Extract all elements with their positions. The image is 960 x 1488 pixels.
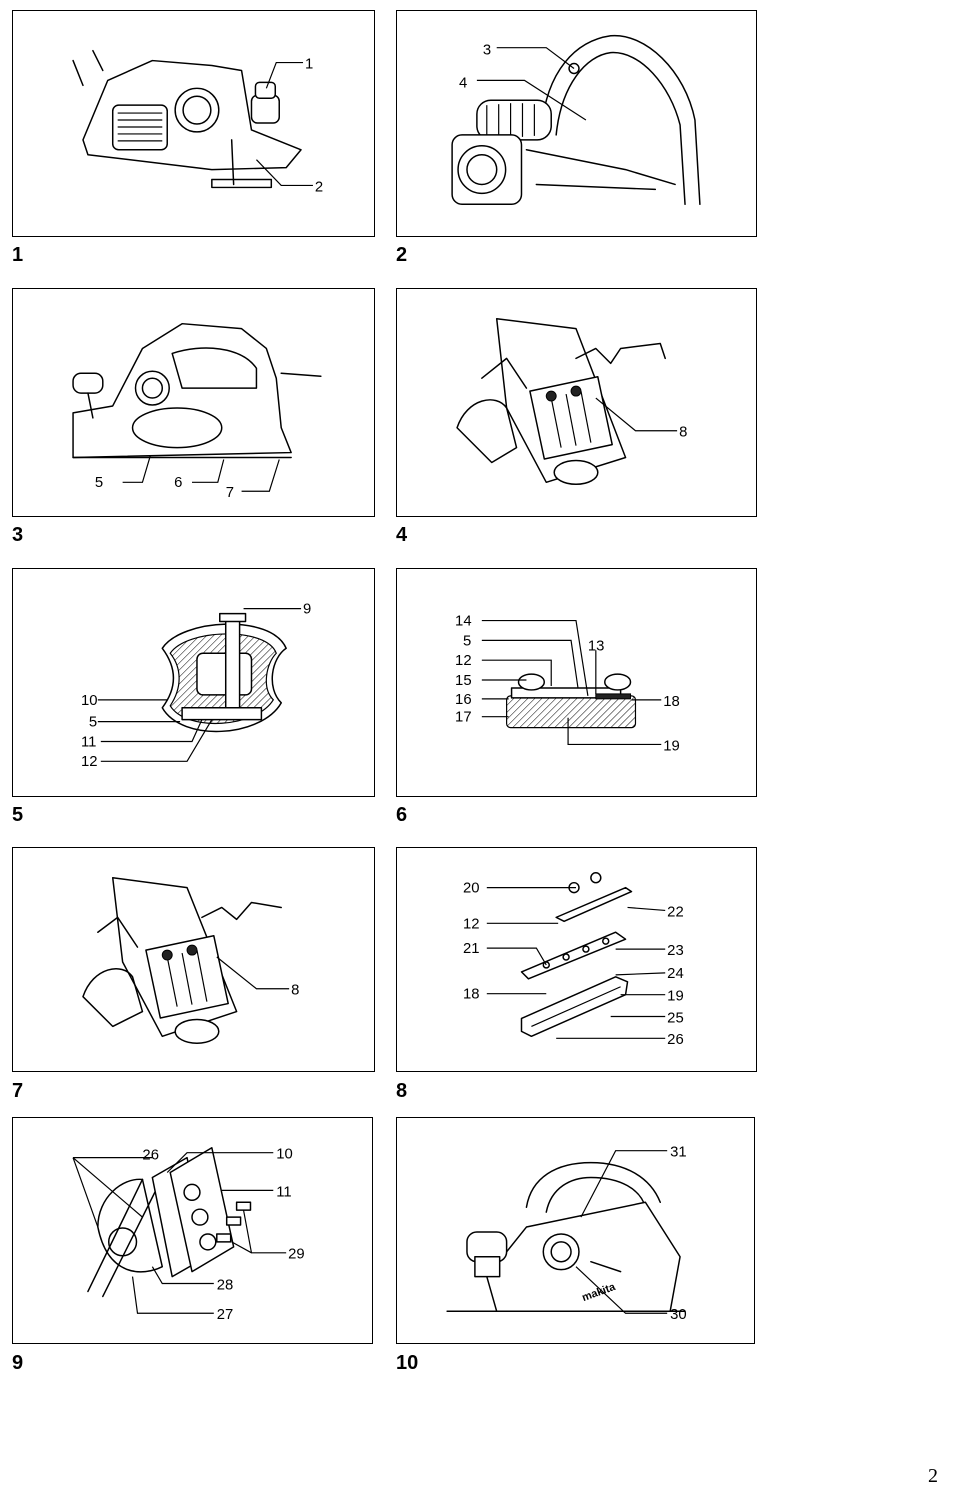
figure-6-callout-14: 14 bbox=[455, 614, 472, 630]
figure-5-callout-11: 11 bbox=[81, 734, 96, 750]
figure-8-callout-25: 25 bbox=[667, 1010, 684, 1026]
figure-5-callout-12: 12 bbox=[81, 754, 98, 770]
figure-4-number: 4 bbox=[396, 524, 408, 546]
figure-3-illustration: 5 6 7 bbox=[72, 322, 322, 501]
figure-8-callout-21: 21 bbox=[463, 941, 480, 957]
figure-8-callout-18: 18 bbox=[463, 987, 480, 1003]
figure-8-callout-19: 19 bbox=[667, 989, 684, 1005]
figure-10-illustration: makita 31 30 bbox=[446, 1145, 687, 1323]
figure-2-number: 2 bbox=[396, 244, 408, 266]
figure-7-panel: 8 bbox=[12, 847, 375, 1072]
figure-9-callout-28: 28 bbox=[217, 1277, 234, 1293]
figure-10-callout-31: 31 bbox=[670, 1145, 687, 1161]
figure-5-panel: 9 10 5 11 12 bbox=[12, 568, 375, 797]
figure-1-callout-2: 2 bbox=[315, 179, 323, 195]
figure-6-callout-13: 13 bbox=[588, 638, 605, 654]
figure-2-illustration: 3 4 bbox=[451, 35, 701, 206]
figure-8-callout-24: 24 bbox=[667, 966, 684, 982]
figure-10-number: 10 bbox=[396, 1352, 419, 1374]
figure-9-panel: 26 10 11 29 28 27 bbox=[12, 1117, 373, 1344]
figure-8-panel: 20 12 21 18 22 23 24 19 25 26 bbox=[396, 847, 757, 1072]
figure-10-callout-30: 30 bbox=[670, 1307, 687, 1323]
figure-6-callout-18: 18 bbox=[663, 694, 680, 710]
figure-4-illustration: 8 bbox=[456, 317, 687, 486]
figure-7-number: 7 bbox=[12, 1080, 24, 1102]
figure-1-panel: 1 2 bbox=[12, 10, 375, 237]
figure-8-callout-12: 12 bbox=[463, 916, 480, 932]
figure-6-callout-15: 15 bbox=[455, 673, 472, 689]
figure-5-callout-9: 9 bbox=[303, 602, 311, 618]
figure-6-panel: 14 5 12 15 16 17 13 18 19 bbox=[396, 568, 757, 797]
figure-3-callout-5: 5 bbox=[95, 475, 103, 491]
figure-3-number: 3 bbox=[12, 524, 24, 546]
figure-8-callout-20: 20 bbox=[463, 881, 480, 897]
figure-4-panel: 8 bbox=[396, 288, 757, 517]
figure-1-callout-1: 1 bbox=[305, 56, 313, 72]
figure-9-number: 9 bbox=[12, 1352, 24, 1374]
figure-6-callout-12: 12 bbox=[455, 653, 472, 669]
figure-7-callout-8: 8 bbox=[291, 983, 299, 999]
page-number: 2 bbox=[928, 1465, 938, 1487]
figure-9-callout-29: 29 bbox=[288, 1247, 305, 1263]
figure-5-callout-5: 5 bbox=[89, 715, 97, 731]
figure-3-panel: 5 6 7 bbox=[12, 288, 375, 517]
figure-10-panel: makita 31 30 bbox=[396, 1117, 755, 1344]
figure-2-panel: 3 4 bbox=[396, 10, 757, 237]
figure-6-illustration: 14 5 12 15 16 17 13 18 19 bbox=[455, 614, 680, 755]
figure-9-callout-27: 27 bbox=[217, 1307, 234, 1323]
figure-1-number: 1 bbox=[12, 244, 24, 266]
figure-8-callout-23: 23 bbox=[667, 943, 684, 959]
figure-9-callout-26: 26 bbox=[142, 1148, 159, 1164]
figure-6-callout-17: 17 bbox=[455, 710, 472, 726]
figure-6-callout-5: 5 bbox=[463, 633, 471, 649]
figure-8-illustration: 20 12 21 18 22 23 24 19 25 26 bbox=[463, 872, 684, 1048]
figure-5-illustration: 9 10 5 11 12 bbox=[81, 602, 311, 771]
figure-5-callout-10: 10 bbox=[81, 693, 98, 709]
figure-6-number: 6 bbox=[396, 804, 408, 826]
figure-7-illustration: 8 bbox=[82, 876, 299, 1044]
figure-8-number: 8 bbox=[396, 1080, 408, 1102]
figure-9-callout-11: 11 bbox=[276, 1184, 291, 1200]
figure-5-number: 5 bbox=[12, 804, 24, 826]
figure-1-illustration: 1 2 bbox=[72, 49, 323, 195]
figure-9-illustration: 26 10 11 29 28 27 bbox=[72, 1147, 305, 1323]
figure-2-callout-3: 3 bbox=[483, 43, 491, 59]
figure-8-callout-22: 22 bbox=[667, 904, 684, 920]
figure-3-callout-6: 6 bbox=[174, 475, 182, 491]
figure-3-callout-7: 7 bbox=[226, 485, 234, 501]
figure-2-callout-4: 4 bbox=[459, 75, 467, 91]
figure-8-callout-26: 26 bbox=[667, 1032, 684, 1048]
figure-9-callout-10: 10 bbox=[276, 1147, 293, 1163]
figure-6-callout-19: 19 bbox=[663, 738, 680, 754]
figure-4-callout-8: 8 bbox=[679, 425, 687, 441]
figure-6-callout-16: 16 bbox=[455, 692, 472, 708]
